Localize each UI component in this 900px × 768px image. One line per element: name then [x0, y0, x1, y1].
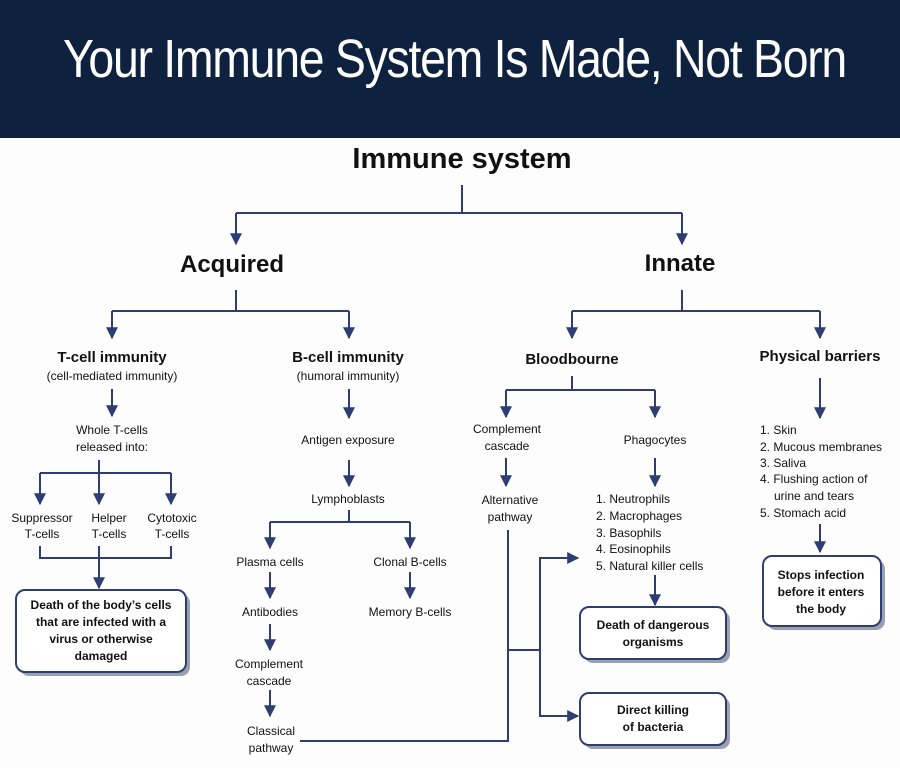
antigen-label: Antigen exposure [301, 433, 395, 447]
barrier-outcome-line-1: Stops infection [778, 568, 865, 582]
phagocyte-item-5: 5. Natural killer cells [596, 559, 703, 573]
direct-killing-box [579, 692, 727, 746]
cytotoxic-line-1: Cytotoxic [147, 511, 196, 525]
tcell-outcome-line-2: that are infected with a [36, 615, 166, 629]
barrier-outcome-line-2: before it enters [778, 585, 865, 599]
cytotoxic-line-2: T-cells [155, 527, 190, 541]
barrier-item-4: 4. Flushing action of [760, 472, 868, 486]
death-organisms-line-2: organisms [623, 635, 684, 649]
outcome-boxes [15, 555, 885, 749]
barrier-outcome-line-3: the body [796, 602, 846, 616]
alternative-line-2: pathway [488, 510, 533, 524]
barrier-item-1: 1. Skin [760, 423, 797, 437]
arrow-to-direct-killing [539, 650, 580, 722]
antibodies-label: Antibodies [242, 605, 298, 619]
tcell-outcome-line-1: Death of the body’s cells [31, 598, 172, 612]
direct-killing-line-1: Direct killing [617, 703, 689, 717]
suppressor-line-2: T-cells [25, 527, 60, 541]
bcell-subtitle: (humoral immunity) [297, 369, 400, 383]
banner-title: Your Immune System Is Made, Not Born [63, 29, 847, 89]
plasma-label: Plasma cells [236, 555, 303, 569]
suppressor-line-1: Suppressor [11, 511, 72, 525]
barrier-item-5: 5. Stomach acid [760, 506, 846, 520]
phagocyte-item-4: 4. Eosinophils [596, 542, 671, 556]
clonal-label: Clonal B-cells [373, 555, 446, 569]
classical-line-1: Classical [247, 724, 295, 738]
barrier-item-4-cont: urine and tears [774, 489, 854, 503]
innate-label: Innate [645, 250, 716, 277]
bloodbourne-title: Bloodbourne [525, 351, 618, 368]
barrier-item-3: 3. Saliva [760, 456, 806, 470]
b-complement-line-1: Complement [235, 657, 304, 671]
tcell-outcome-line-4: damaged [75, 649, 128, 663]
phagocyte-item-3: 3. Basophils [596, 526, 661, 540]
connector-pathways [300, 530, 509, 742]
memory-label: Memory B-cells [369, 605, 452, 619]
lymphoblasts-label: Lymphoblasts [311, 492, 385, 506]
arrow-to-phagocyte-list-left [539, 552, 580, 650]
released-line-1: Whole T-cells [76, 423, 148, 437]
phagocytes-label: Phagocytes [624, 433, 687, 447]
i-complement-line-1: Complement [473, 422, 542, 436]
direct-killing-line-2: of bacteria [623, 720, 684, 734]
b-complement-line-2: cascade [247, 674, 292, 688]
tcell-outcome-box [15, 589, 187, 673]
phagocyte-item-2: 2. Macrophages [596, 509, 682, 523]
helper-line-2: T-cells [92, 527, 127, 541]
tcell-title: T-cell immunity [57, 349, 167, 366]
connectors [34, 185, 826, 742]
bcell-title: B-cell immunity [292, 349, 404, 366]
classical-line-2: pathway [249, 741, 294, 755]
barriers-title: Physical barriers [760, 348, 881, 365]
connector-tcell-merge [39, 546, 172, 559]
helper-line-1: Helper [91, 511, 126, 525]
barrier-outcome-box [762, 555, 882, 627]
tcell-subtitle: (cell-mediated immunity) [47, 369, 178, 383]
tcell-outcome-line-3: virus or otherwise [49, 632, 153, 646]
death-organisms-box [579, 606, 727, 660]
root-label: Immune system [352, 143, 571, 175]
title-banner: Your Immune System Is Made, Not Born [0, 0, 900, 138]
death-organisms-line-1: Death of dangerous [597, 618, 710, 632]
barrier-item-2: 2. Mucous membranes [760, 440, 882, 454]
acquired-label: Acquired [180, 251, 284, 278]
i-complement-line-2: cascade [485, 439, 530, 453]
released-line-2: released into: [76, 440, 148, 454]
phagocyte-item-1: 1. Neutrophils [596, 492, 670, 506]
alternative-line-1: Alternative [482, 493, 539, 507]
